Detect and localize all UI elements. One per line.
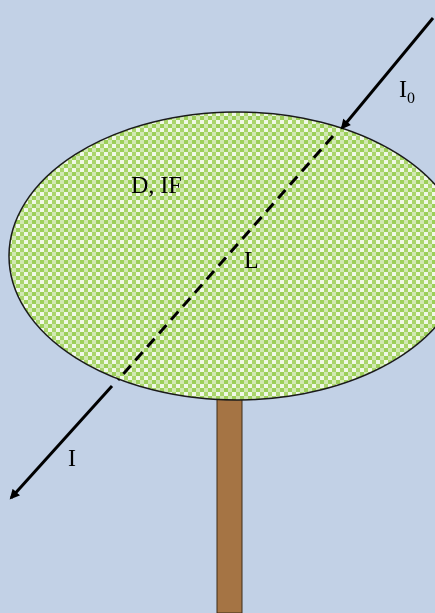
crown-properties-label: D, IF [131,173,182,199]
incident-intensity-label: I0 [399,77,415,107]
tree-trunk [216,397,243,613]
transmitted-ray-arrow [9,384,114,500]
path-length-label: L [244,248,259,274]
transmitted-intensity-label: I [68,446,76,472]
tree-crown [8,111,435,401]
incident-ray-arrow [340,17,435,130]
path-length-dashed-line [116,135,335,381]
